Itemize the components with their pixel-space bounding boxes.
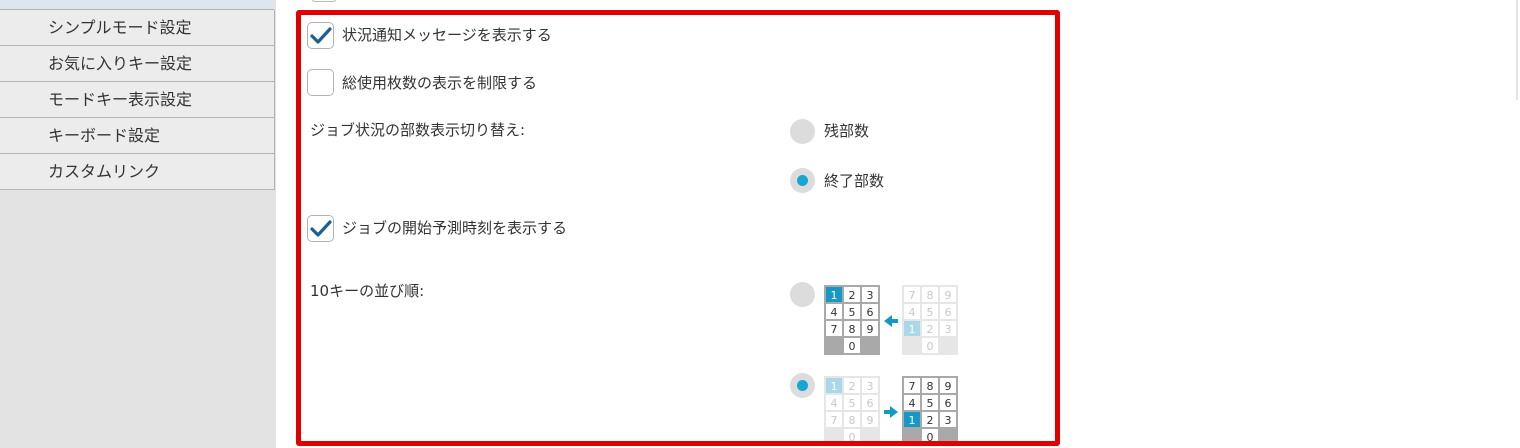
tenkey-order-123-top-radio[interactable]	[790, 282, 815, 307]
svg-text:2: 2	[927, 414, 934, 427]
finished-copies-radio[interactable]	[790, 168, 815, 193]
tenkey-order-label: 10キーの並び順:	[310, 282, 425, 300]
scrollbar-track[interactable]	[1516, 0, 1518, 100]
svg-text:5: 5	[849, 397, 856, 410]
svg-text:4: 4	[909, 306, 916, 319]
svg-text:8: 8	[927, 289, 934, 302]
limit-total-sheets-label: 総使用枚数の表示を制限する	[342, 74, 538, 92]
highlight-frame	[296, 10, 1060, 446]
svg-text:1: 1	[909, 323, 916, 336]
svg-text:3: 3	[867, 380, 874, 393]
finished-copies-label: 終了部数	[824, 172, 885, 190]
svg-text:1: 1	[831, 380, 838, 393]
svg-text:3: 3	[945, 323, 952, 336]
status-message-label: 状況通知メッセージを表示する	[342, 26, 552, 44]
sidebar-item-mode-key-display[interactable]: モードキー表示設定	[0, 82, 275, 118]
svg-text:8: 8	[927, 380, 934, 393]
svg-text:6: 6	[945, 306, 952, 319]
svg-text:2: 2	[927, 323, 934, 336]
svg-text:7: 7	[909, 380, 916, 393]
svg-text:7: 7	[831, 414, 838, 427]
svg-text:9: 9	[867, 414, 874, 427]
svg-text:8: 8	[849, 323, 856, 336]
sidebar-item-keyboard[interactable]: キーボード設定	[0, 118, 275, 154]
svg-text:7: 7	[831, 323, 838, 336]
svg-text:1: 1	[831, 289, 838, 302]
svg-text:9: 9	[945, 380, 952, 393]
settings-panel	[276, 0, 1520, 448]
status-message-checkbox[interactable]	[307, 22, 334, 49]
job-count-display-label: ジョブ状況の部数表示切り替え:	[310, 121, 526, 139]
svg-text:4: 4	[909, 397, 916, 410]
svg-text:0: 0	[849, 340, 856, 353]
remaining-copies-radio[interactable]	[790, 119, 815, 144]
tenkey-order-789-top-radio[interactable]	[790, 373, 815, 398]
checkmark-icon	[310, 27, 332, 44]
keypad-123-top-icon: 1 2 3 4 5 6 7 8 9 0 7 8 9 4 5 6 1 2 3 0	[824, 285, 958, 355]
svg-text:6: 6	[867, 306, 874, 319]
svg-text:5: 5	[927, 397, 934, 410]
sidebar-item-custom-link[interactable]: カスタムリンク	[0, 154, 275, 190]
svg-text:8: 8	[849, 414, 856, 427]
svg-text:9: 9	[867, 323, 874, 336]
svg-text:0: 0	[849, 431, 856, 444]
checkbox-partial[interactable]	[311, 0, 337, 2]
svg-text:1: 1	[909, 414, 916, 427]
job-start-time-label: ジョブの開始予測時刻を表示する	[342, 219, 568, 237]
remaining-copies-label: 残部数	[824, 122, 870, 140]
svg-text:9: 9	[945, 289, 952, 302]
svg-text:6: 6	[867, 397, 874, 410]
keypad-789-top-icon: 1 2 3 4 5 6 7 8 9 0 7 8 9 4 5 6 1 2 3 0	[824, 376, 958, 446]
svg-text:2: 2	[849, 380, 856, 393]
svg-text:3: 3	[867, 289, 874, 302]
svg-text:6: 6	[945, 397, 952, 410]
svg-text:2: 2	[849, 289, 856, 302]
svg-text:5: 5	[849, 306, 856, 319]
svg-text:4: 4	[831, 306, 838, 319]
svg-text:0: 0	[927, 340, 934, 353]
sidebar-item-selected-partial[interactable]	[0, 0, 274, 10]
limit-total-sheets-checkbox[interactable]	[307, 69, 334, 96]
sidebar-item-favorite-keys[interactable]: お気に入りキー設定	[0, 46, 275, 82]
job-start-time-checkbox[interactable]	[307, 215, 334, 242]
svg-text:7: 7	[909, 289, 916, 302]
svg-text:3: 3	[945, 414, 952, 427]
svg-text:5: 5	[927, 306, 934, 319]
svg-text:4: 4	[831, 397, 838, 410]
checkmark-icon	[310, 220, 332, 237]
svg-text:0: 0	[927, 431, 934, 444]
sidebar: シンプルモード設定 お気に入りキー設定 モードキー表示設定 キーボード設定 カス…	[0, 0, 276, 448]
sidebar-item-simple-mode[interactable]: シンプルモード設定	[0, 10, 275, 46]
